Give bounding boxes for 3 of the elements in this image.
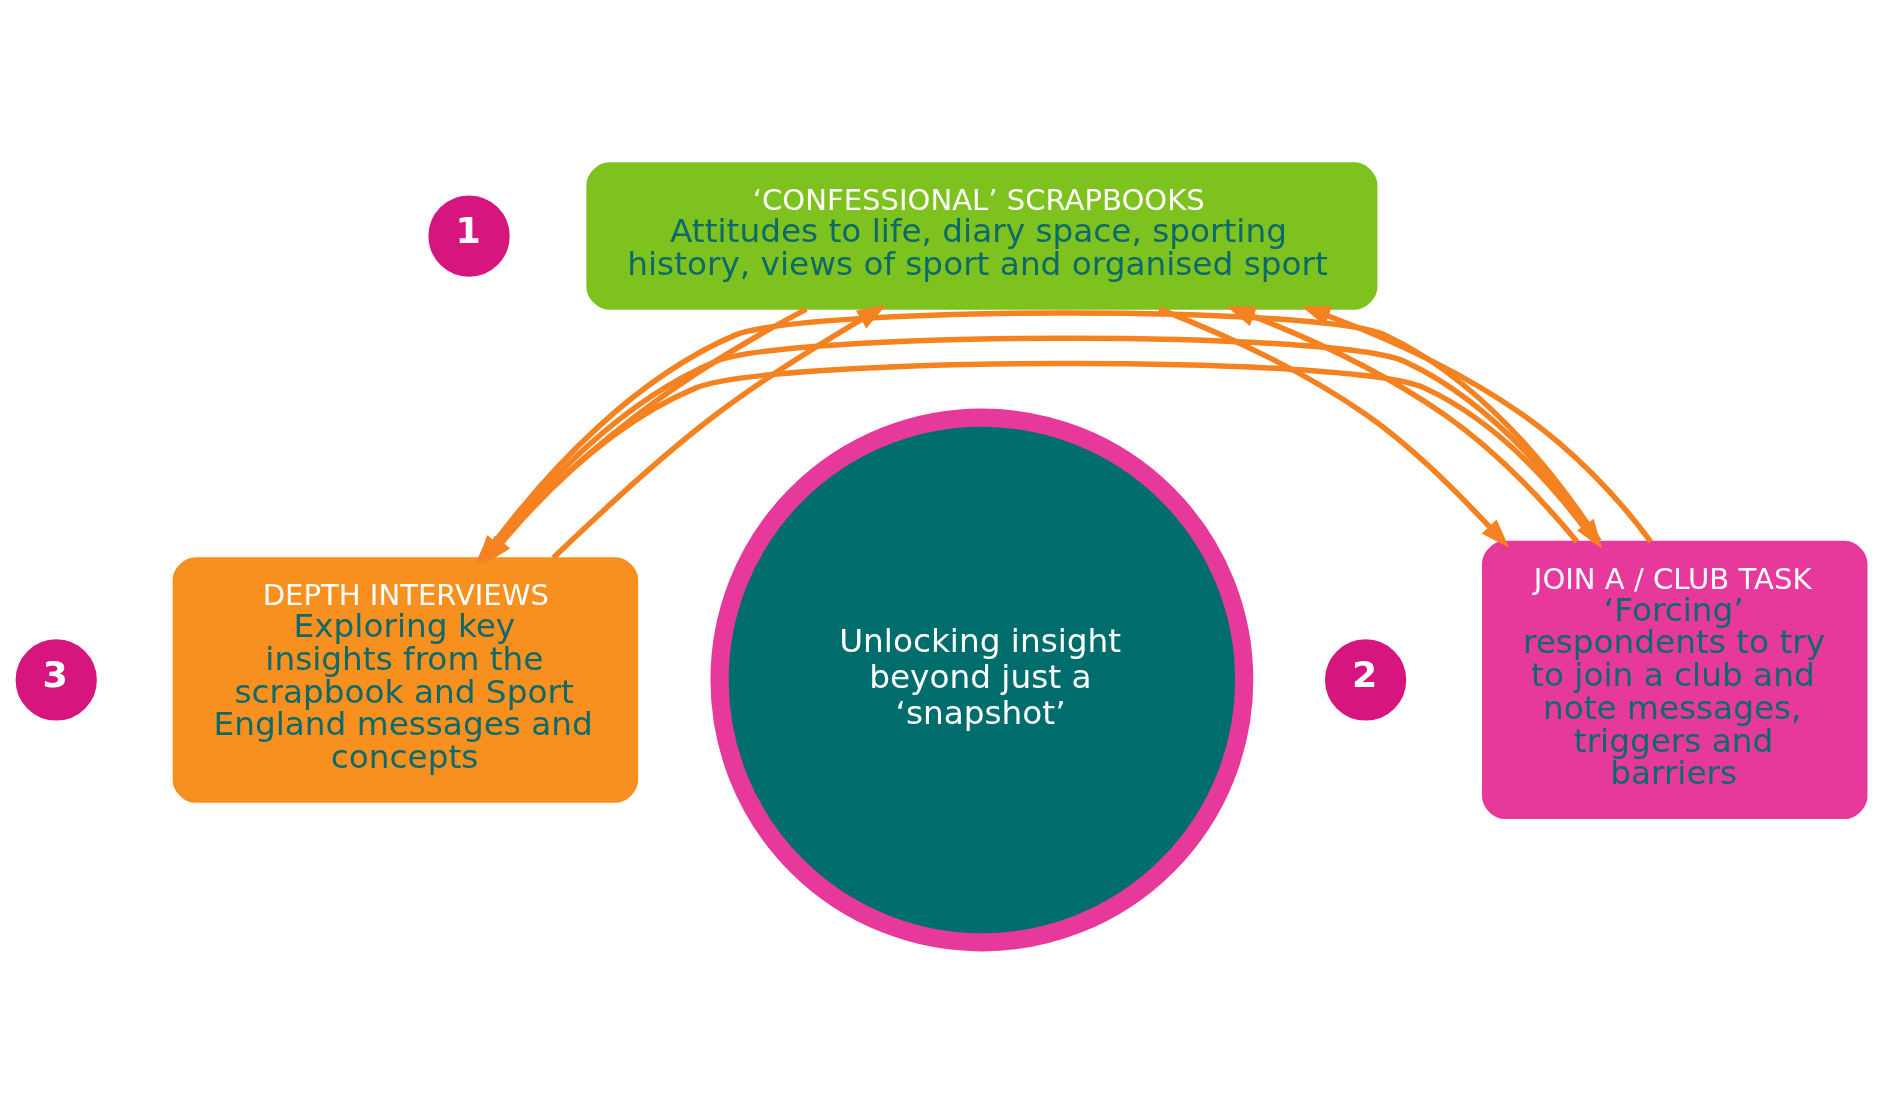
node-label: 2 bbox=[1351, 653, 1378, 697]
node-label: 1 bbox=[455, 209, 481, 253]
node-label: 3 bbox=[42, 653, 68, 697]
